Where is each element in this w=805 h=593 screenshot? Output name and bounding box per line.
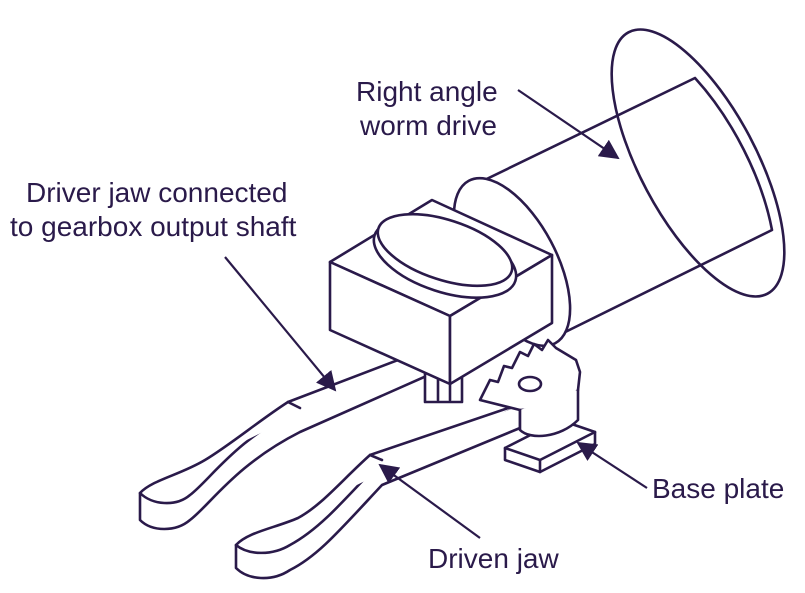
driven-jaw xyxy=(234,402,522,580)
worm-drive-label-line-1: Right angle xyxy=(356,76,498,107)
driver-jaw-label: Driver jaw connected to gearbox output s… xyxy=(10,176,296,244)
worm-drive-arrow xyxy=(517,89,620,160)
gearbox-housing xyxy=(328,198,554,386)
driver-jaw-label-line-1: Driver jaw connected xyxy=(26,177,288,208)
gear xyxy=(478,338,582,438)
driven-jaw-arrow xyxy=(378,463,481,539)
driver-jaw-label-line-2: to gearbox output shaft xyxy=(10,211,297,242)
driver-jaw xyxy=(138,342,442,531)
base-plate-label: Base plate xyxy=(652,473,785,504)
worm-drive-label: Right angle worm drive xyxy=(356,75,498,143)
driven-jaw-label: Driven jaw xyxy=(428,543,559,574)
base-plate-arrow xyxy=(576,441,648,489)
worm-drive-label-line-2: worm drive xyxy=(360,110,497,141)
driver-jaw-arrow xyxy=(224,256,337,392)
